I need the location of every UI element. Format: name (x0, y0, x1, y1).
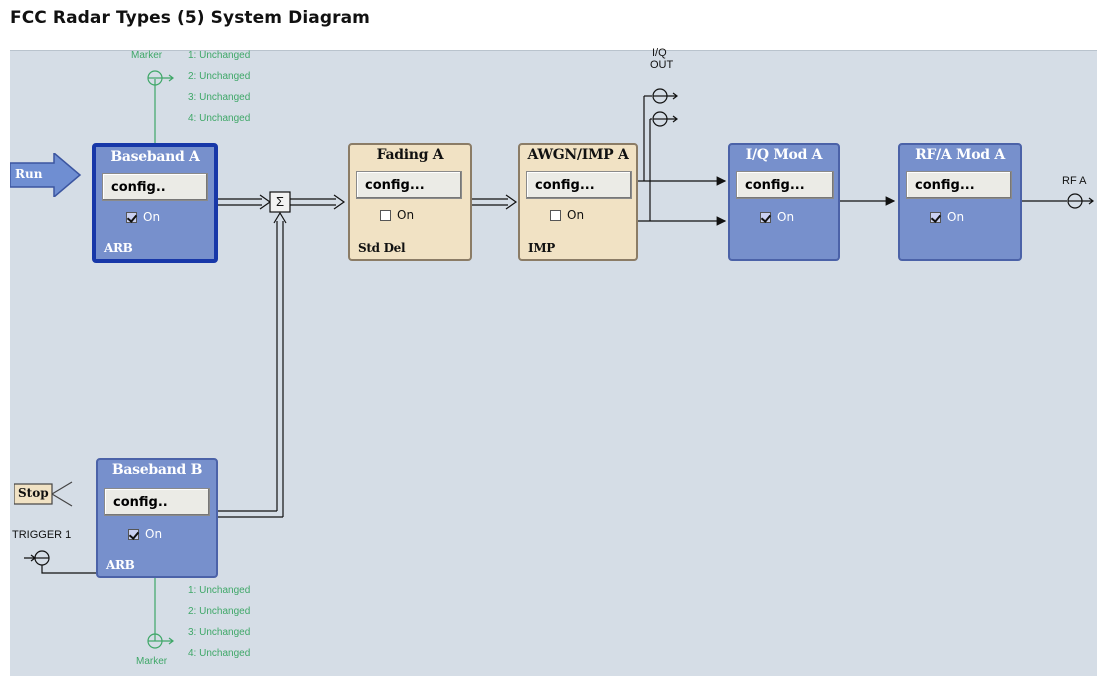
rf-a-mod-title: RF/A Mod A (915, 147, 1005, 163)
iq-mod-a-block[interactable]: I/Q Mod A config... On (728, 143, 840, 261)
signal-wires (24, 70, 1094, 649)
baseband-a-title: Baseband A (110, 149, 200, 165)
awgn-imp-a-on-label: On (567, 208, 585, 222)
fading-a-mode: Std Del (358, 241, 406, 255)
baseband-b-on-checkbox[interactable] (128, 528, 139, 540)
fading-a-on-row: On (380, 207, 414, 223)
trigger-label: TRIGGER 1 (12, 529, 72, 541)
baseband-a-block[interactable]: Baseband A config.. On ARB (92, 143, 218, 263)
fading-a-title: Fading A (376, 147, 444, 163)
iq-out-label-line2: OUT (650, 59, 674, 71)
marker-a-item-2: 2: Unchanged (188, 71, 251, 82)
awgn-imp-a-on-checkbox[interactable] (550, 209, 561, 221)
baseband-a-config-button[interactable]: config.. (102, 173, 208, 201)
marker-a-item-3: 3: Unchanged (188, 92, 251, 103)
sum-symbol: Σ (275, 194, 285, 209)
awgn-imp-a-block[interactable]: AWGN/IMP A config... On IMP (518, 143, 638, 261)
iq-mod-a-config-button[interactable]: config... (736, 171, 834, 199)
marker-a-label: Marker (131, 50, 163, 61)
stop-label: Stop (18, 486, 49, 500)
run-label: Run (15, 167, 43, 181)
baseband-a-on-label: On (143, 210, 161, 224)
marker-a-item-1: 1: Unchanged (188, 50, 251, 61)
marker-b-item-1: 1: Unchanged (188, 585, 251, 596)
marker-b-label: Marker (136, 656, 168, 667)
rf-a-mod-on-row: On (930, 209, 964, 225)
iq-mod-a-on-row: On (760, 209, 794, 225)
rf-a-mod-config-button[interactable]: config... (906, 171, 1012, 199)
iq-out-label-line1: I/Q (652, 47, 667, 59)
page-title: FCC Radar Types (5) System Diagram (10, 8, 370, 28)
awgn-imp-a-on-row: On (550, 207, 584, 223)
baseband-a-on-checkbox[interactable] (126, 211, 137, 223)
marker-b-item-2: 2: Unchanged (188, 606, 251, 617)
awgn-imp-a-mode: IMP (528, 241, 556, 255)
run-button[interactable]: Run (9, 151, 82, 199)
rf-a-mod-on-label: On (947, 210, 965, 224)
marker-b-item-3: 3: Unchanged (188, 627, 251, 638)
fading-a-block[interactable]: Fading A config... On Std Del (348, 143, 472, 261)
rf-out-label: RF A (1062, 175, 1087, 187)
baseband-b-config-button[interactable]: config.. (104, 488, 210, 516)
fading-a-on-label: On (397, 208, 415, 222)
baseband-b-title: Baseband B (111, 462, 203, 478)
baseband-b-on-row: On (128, 526, 162, 542)
stop-button[interactable]: Stop (13, 479, 76, 509)
baseband-b-block[interactable]: Baseband B config.. On ARB (96, 458, 218, 578)
iq-mod-a-on-label: On (777, 210, 795, 224)
system-diagram-canvas: Marker 1: Unchanged 2: Unchanged 3: Unch… (9, 47, 1097, 676)
iq-mod-a-title: I/Q Mod A (745, 147, 823, 163)
stop-trigger-icon (13, 481, 73, 507)
fading-a-config-button[interactable]: config... (356, 171, 462, 199)
rf-a-mod-on-checkbox[interactable] (930, 211, 941, 223)
baseband-b-on-label: On (145, 527, 163, 541)
baseband-b-mode: ARB (106, 558, 135, 572)
fading-a-on-checkbox[interactable] (380, 209, 391, 221)
awgn-imp-a-config-button[interactable]: config... (526, 171, 632, 199)
run-arrow-icon (9, 151, 82, 199)
rf-a-mod-block[interactable]: RF/A Mod A config... On (898, 143, 1022, 261)
awgn-imp-a-title: AWGN/IMP A (527, 147, 629, 163)
iq-mod-a-on-checkbox[interactable] (760, 211, 771, 223)
marker-b-item-4: 4: Unchanged (188, 648, 251, 659)
marker-a-item-4: 4: Unchanged (188, 113, 251, 124)
baseband-a-mode: ARB (104, 241, 133, 255)
baseband-a-on-row: On (126, 209, 160, 225)
